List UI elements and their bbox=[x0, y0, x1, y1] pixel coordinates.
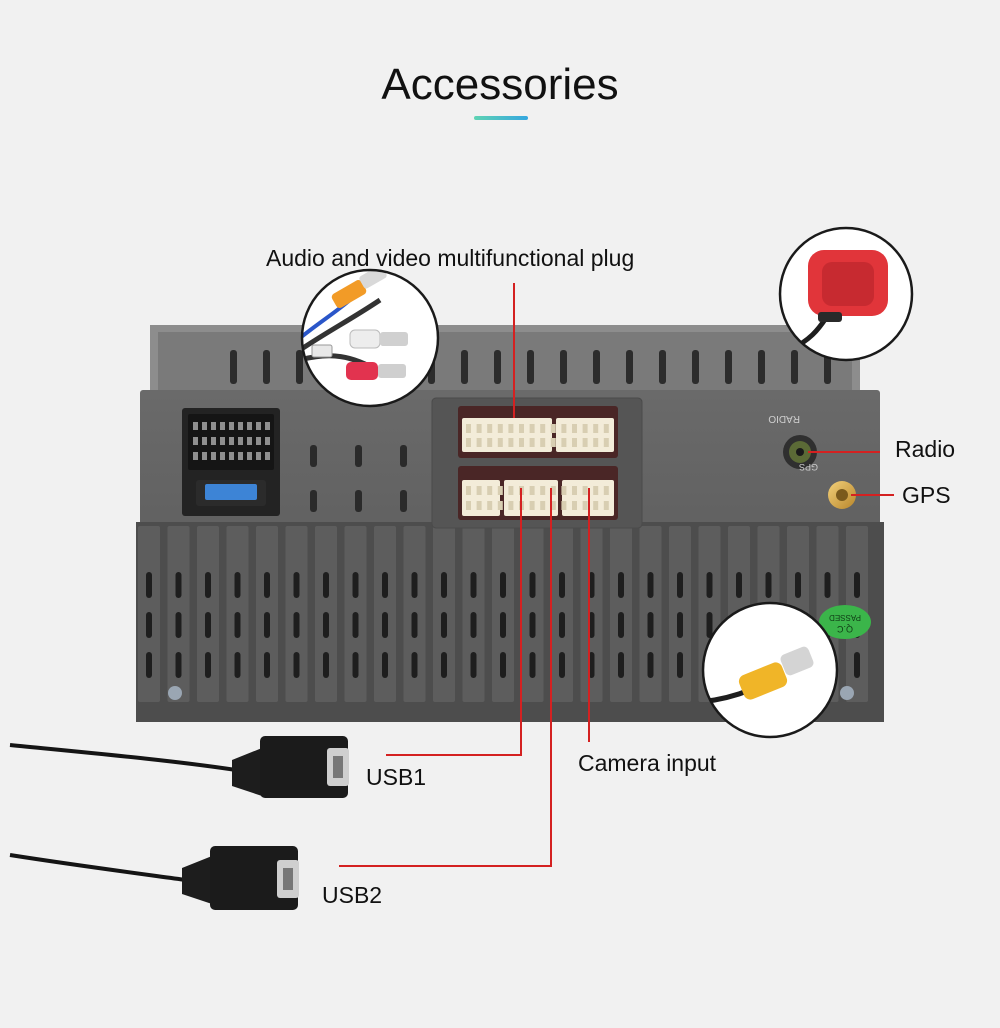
rca-cable-icon bbox=[300, 268, 440, 408]
label-radio: Radio bbox=[895, 436, 956, 462]
camera-rca-icon bbox=[701, 601, 839, 739]
leader-lines bbox=[339, 283, 894, 867]
av-connector-top bbox=[458, 406, 618, 458]
label-av-plug: Audio and video multifunctional plug bbox=[266, 245, 635, 271]
label-usb1: USB1 bbox=[366, 764, 427, 790]
head-unit-body: RADIO GPS Q.C PASSED bbox=[136, 325, 884, 722]
page-title: Accessories bbox=[381, 60, 619, 109]
usb-cable-icon bbox=[9, 846, 299, 910]
screw-icon bbox=[168, 686, 182, 700]
gps-antenna-icon bbox=[778, 226, 914, 362]
fuse-icon bbox=[205, 484, 257, 500]
leader-usb1 bbox=[386, 488, 522, 756]
usb-cable-icon bbox=[9, 736, 349, 798]
label-usb2: USB2 bbox=[322, 882, 383, 908]
middle-vent-slots bbox=[310, 445, 407, 512]
qc-badge: Q.C PASSED bbox=[819, 605, 871, 639]
label-gps: GPS bbox=[902, 482, 951, 508]
svg-text:PASSED: PASSED bbox=[829, 613, 861, 622]
leader-usb2 bbox=[339, 488, 552, 867]
iso-connector-pins bbox=[193, 422, 270, 460]
screw-icon bbox=[840, 686, 854, 700]
title-underline bbox=[474, 116, 528, 120]
av-connector-bottom bbox=[458, 466, 618, 520]
label-camera-input: Camera input bbox=[578, 750, 717, 776]
svg-text:Q.C: Q.C bbox=[837, 624, 854, 634]
gps-port-marking: GPS bbox=[799, 462, 818, 472]
radio-port-marking: RADIO bbox=[768, 413, 800, 424]
